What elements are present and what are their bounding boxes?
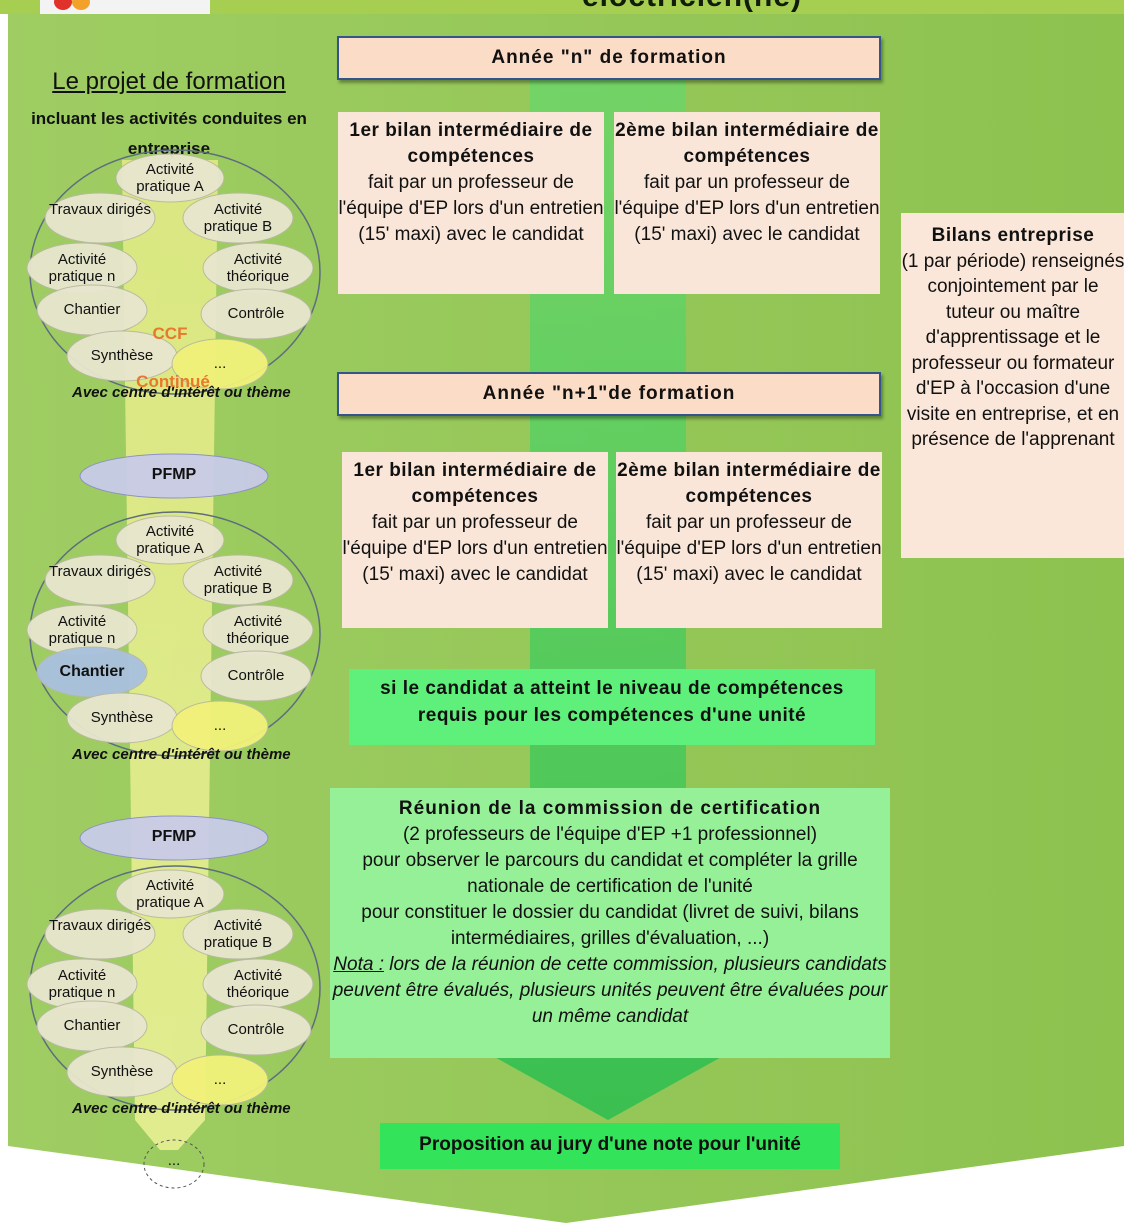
nota-text: lors de la réunion de cette commission, … bbox=[332, 954, 888, 1027]
activity-oval-activite-b bbox=[182, 192, 294, 244]
activity-oval-travaux bbox=[44, 554, 156, 606]
final-dots-label: ... bbox=[167, 1152, 181, 1169]
left-title: Le projet de formation bbox=[52, 68, 286, 95]
activity-label: Activité pratique B bbox=[203, 917, 273, 951]
pfmp-label: PFMP bbox=[151, 466, 197, 483]
activity-label: Activité pratique A bbox=[136, 877, 204, 911]
ccf-label: CCF bbox=[152, 324, 188, 343]
pfmp-label: PFMP bbox=[151, 828, 197, 845]
year-n-bilan-2: 2ème bilan intermédiaire de compétences … bbox=[614, 112, 880, 294]
bilan-body: fait par un professeur de l'équipe d'EP … bbox=[616, 512, 882, 585]
activity-label: Activité pratique A bbox=[136, 161, 204, 195]
activity-label: Activité pratique n bbox=[48, 967, 116, 1001]
activity-label: Chantier bbox=[63, 1017, 121, 1034]
formation-cycles bbox=[26, 149, 321, 1189]
activity-oval-dots bbox=[171, 338, 269, 390]
nota-label: Nota : bbox=[333, 954, 384, 975]
left-subtitle: incluant les activités conduites en entr… bbox=[31, 109, 307, 158]
cycle-centre-label: Avec centre d'intérêt ou thème bbox=[72, 1100, 291, 1117]
bilans-entreprise-box: Bilans entreprise (1 par période) rensei… bbox=[901, 213, 1124, 558]
activity-label: ... bbox=[213, 1071, 227, 1088]
final-dots-circle bbox=[143, 1139, 205, 1189]
bilan-body: fait par un professeur de l'équipe d'EP … bbox=[614, 172, 880, 245]
bilan-body: fait par un professeur de l'équipe d'EP … bbox=[338, 172, 604, 245]
activity-label: Synthèse bbox=[90, 1063, 154, 1080]
year-n1-band: Année "n+1"de formation bbox=[337, 372, 881, 416]
year-n-bilan-1: 1er bilan intermédiaire de compétences f… bbox=[338, 112, 604, 294]
activity-label: Activité pratique B bbox=[203, 201, 273, 235]
bilan-title: 1er bilan intermédiaire de compétences bbox=[353, 460, 597, 507]
logo bbox=[40, 0, 210, 14]
central-flow-arrow bbox=[446, 78, 770, 1120]
activity-label: Synthèse bbox=[90, 347, 154, 364]
activity-label: Activité pratique n bbox=[48, 613, 116, 647]
activity-oval-dots bbox=[171, 700, 269, 752]
proposition-box: Proposition au jury d'une note pour l'un… bbox=[380, 1123, 840, 1169]
activity-label: Contrôle bbox=[227, 305, 285, 322]
header-strip: eloctricien(ne) bbox=[0, 0, 1124, 14]
bilan-title: 1er bilan intermédiaire de compétences bbox=[349, 120, 593, 167]
header-title: eloctricien(ne) bbox=[582, 0, 802, 14]
activity-oval-controle bbox=[200, 650, 312, 702]
activity-label: Chantier bbox=[63, 301, 121, 318]
activity-label: Travaux dirigés bbox=[49, 917, 151, 934]
activity-oval-controle bbox=[200, 1004, 312, 1056]
year-n-band: Année "n" de formation bbox=[337, 36, 881, 80]
commission-line-3: pour constituer le dossier du candidat (… bbox=[361, 902, 859, 949]
bilan-title: 2ème bilan intermédiaire de compétences bbox=[615, 120, 879, 167]
activity-label: Chantier bbox=[59, 663, 125, 680]
commission-nota: Nota : lors de la réunion de cette commi… bbox=[330, 952, 890, 1030]
activity-oval-travaux bbox=[44, 192, 156, 244]
bilan-title: 2ème bilan intermédiaire de compétences bbox=[617, 460, 881, 507]
activity-label: ... bbox=[213, 717, 227, 734]
activity-oval-activite-a bbox=[115, 869, 225, 919]
commission-box: Réunion de la commission de certificatio… bbox=[330, 788, 890, 1058]
bilan-body: fait par un professeur de l'équipe d'EP … bbox=[342, 512, 608, 585]
activity-label: Travaux dirigés bbox=[49, 563, 151, 580]
activity-label: Activité pratique B bbox=[203, 563, 273, 597]
activity-label: Activité théorique bbox=[226, 613, 290, 647]
activity-oval-activite-a bbox=[115, 153, 225, 203]
activity-oval-dots bbox=[171, 1054, 269, 1106]
activity-label: Contrôle bbox=[227, 667, 285, 684]
cycle-centre-label: Avec centre d'intérêt ou thème bbox=[72, 746, 291, 763]
entreprise-title: Bilans entreprise bbox=[931, 225, 1095, 246]
pfmp-oval bbox=[79, 815, 269, 861]
commission-title: Réunion de la commission de certificatio… bbox=[398, 798, 822, 819]
activity-oval-activite-b bbox=[182, 908, 294, 960]
activity-oval-activite-a bbox=[115, 515, 225, 565]
commission-line-1: (2 professeurs de l'équipe d'EP +1 profe… bbox=[402, 824, 818, 845]
activity-oval-travaux bbox=[44, 908, 156, 960]
activity-oval-activite-b bbox=[182, 554, 294, 606]
condition-box: si le candidat a atteint le niveau de co… bbox=[349, 669, 875, 745]
ccf-continue-label: Continué bbox=[136, 372, 210, 391]
cycle-centre-label: Avec centre d'intérêt ou thème bbox=[72, 384, 291, 401]
pfmp-oval bbox=[79, 453, 269, 499]
activity-label: Synthèse bbox=[90, 709, 154, 726]
activity-label: Travaux dirigés bbox=[49, 201, 151, 218]
year-n1-bilan-2: 2ème bilan intermédiaire de compétences … bbox=[616, 452, 882, 628]
activity-label: Activité pratique n bbox=[48, 251, 116, 285]
activity-label: Activité théorique bbox=[226, 251, 290, 285]
activity-oval-controle bbox=[200, 288, 312, 340]
activity-label: Activité pratique A bbox=[136, 523, 204, 557]
entreprise-body: (1 par période) renseignés conjointement… bbox=[901, 250, 1124, 451]
activity-label: Contrôle bbox=[227, 1021, 285, 1038]
commission-line-2: pour observer le parcours du candidat et… bbox=[362, 850, 858, 897]
year-n1-bilan-1: 1er bilan intermédiaire de compétences f… bbox=[342, 452, 608, 628]
activity-label: Activité théorique bbox=[226, 967, 290, 1001]
activity-label: ... bbox=[213, 355, 227, 372]
